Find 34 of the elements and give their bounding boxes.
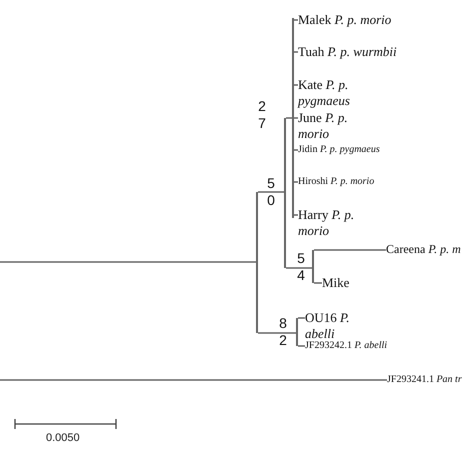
tree-branch [294, 181, 298, 183]
tree-branch [258, 191, 284, 193]
tree-branch [258, 332, 296, 334]
tree-branch [298, 345, 305, 347]
bootstrap-value: 2 7 [257, 98, 267, 132]
tree-branch [286, 267, 312, 269]
taxon-label: Harry P. p. morio [298, 206, 360, 240]
bootstrap-value: 5 0 [266, 175, 276, 209]
taxon-label: Hiroshi P. p. morio [298, 176, 374, 188]
tree-branch [314, 282, 322, 284]
taxon-label: Kate P. p. pygmaeus [298, 76, 368, 110]
taxon-label: Tuah P. p. wurmbii [298, 44, 397, 60]
bootstrap-value: 5 4 [296, 250, 306, 284]
tree-branch [294, 214, 298, 216]
taxon-label: Careena P. p. m [386, 242, 461, 258]
tree-branch [294, 149, 298, 151]
taxon-label: JF293242.1 P. abelli [305, 340, 388, 352]
taxon-label: Malek P. p. morio [298, 12, 392, 28]
taxon-label: JF293241.1 Pan tr [387, 374, 462, 386]
bootstrap-value: 8 2 [278, 315, 288, 349]
taxon-label: Mike [322, 274, 350, 291]
tree-branch [0, 379, 387, 381]
tree-branch [294, 19, 298, 21]
scale-label: 0.0050 [46, 432, 80, 444]
tree-branch [294, 51, 298, 53]
taxon-label: OU16 P. abelli [305, 310, 360, 342]
tree-branch [294, 117, 298, 119]
taxon-label: June P. p. morio [298, 110, 360, 142]
tree-branch [294, 84, 298, 86]
tree-branch [286, 117, 292, 119]
taxon-label: Jidin P. p. pygmaeus [298, 144, 380, 156]
tree-branch [0, 261, 256, 263]
tree-branch [314, 249, 386, 251]
tree-branch [298, 317, 305, 319]
